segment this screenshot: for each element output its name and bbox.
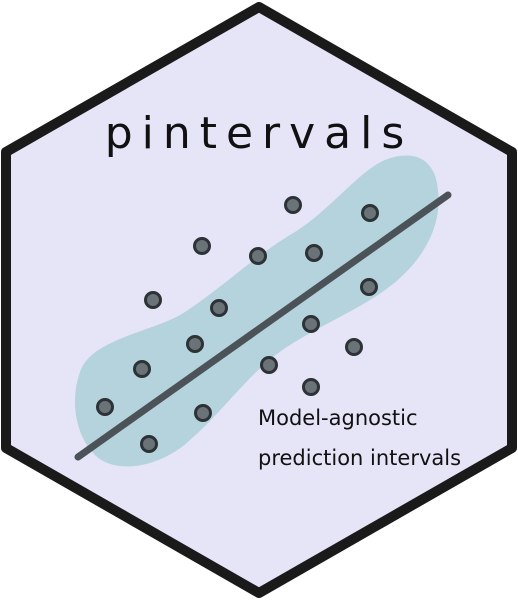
- data-point: [140, 435, 158, 453]
- tagline-line-1: Model-agnostic: [258, 406, 418, 430]
- data-point: [302, 378, 320, 396]
- data-point: [361, 204, 379, 222]
- data-point: [133, 360, 151, 378]
- data-point: [186, 335, 204, 353]
- logo-title: pintervals: [105, 108, 414, 159]
- data-point: [194, 404, 212, 422]
- data-point: [210, 299, 228, 317]
- data-point: [249, 247, 267, 265]
- data-point: [284, 196, 302, 214]
- tagline-line-2: prediction intervals: [258, 446, 461, 470]
- data-points: [96, 196, 379, 453]
- data-point: [144, 291, 162, 309]
- prediction-interval-band: [75, 155, 439, 467]
- data-point: [360, 278, 378, 296]
- data-point: [345, 338, 363, 356]
- data-point: [96, 398, 114, 416]
- regression-line: [74, 191, 452, 461]
- data-point: [302, 315, 320, 333]
- data-point: [260, 356, 278, 374]
- data-point: [193, 237, 211, 255]
- data-point: [305, 244, 323, 262]
